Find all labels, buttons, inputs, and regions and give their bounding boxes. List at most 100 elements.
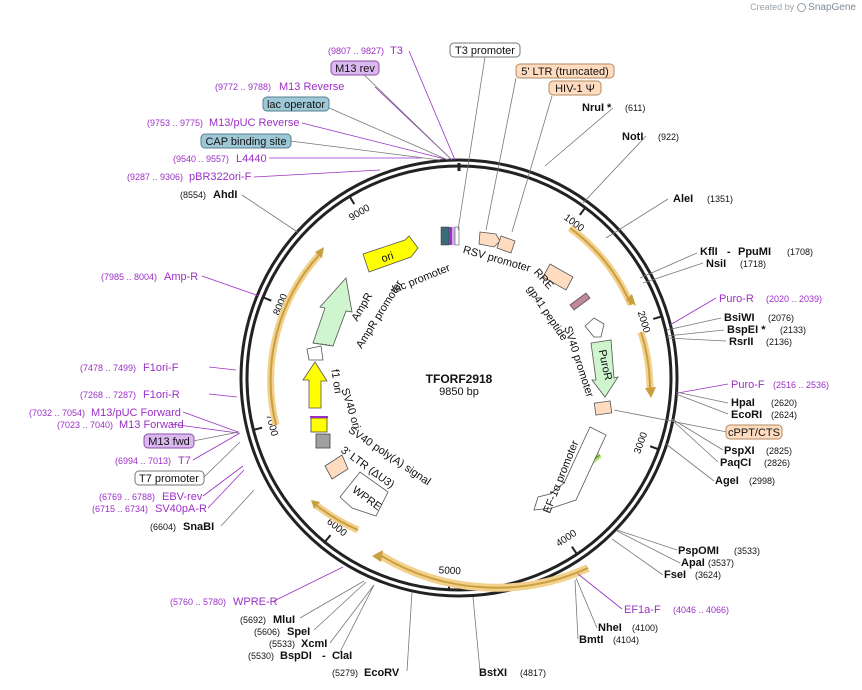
primer-m13-puc-reverse-name: M13/pUC Reverse: [209, 117, 299, 129]
enzyme-bmti[interactable]: BmtI (4104): [579, 634, 639, 646]
enzyme-agei[interactable]: AgeI (2998): [715, 475, 775, 487]
enzyme-nhei[interactable]: NheI (4100): [598, 622, 658, 634]
enzyme-bmti-name: BmtI: [579, 634, 603, 646]
feature-ampr[interactable]: [312, 277, 353, 347]
enzyme-ahdi[interactable]: (8554) AhdI: [180, 189, 237, 201]
enzyme-ecorv[interactable]: (5279) EcoRV: [332, 667, 400, 679]
box-t3-promoter[interactable]: T3 promoter: [449, 42, 521, 58]
primer-pbr322ori-f[interactable]: (9287 .. 9306) pBR322ori-F: [127, 171, 252, 183]
enzyme-pspxi[interactable]: PspXI (2825): [724, 445, 792, 457]
primer-ebv-rev-range: (6769 .. 6788): [99, 492, 155, 502]
enzyme-bspdi-clai[interactable]: (5530) BspDI - ClaI: [248, 650, 352, 662]
enzyme-nrui[interactable]: NruI * (611): [582, 102, 645, 114]
enzyme-fsei[interactable]: FseI (3624): [664, 569, 721, 581]
feature-lac-operator[interactable]: [440, 226, 450, 246]
enzyme-bstxi[interactable]: BstXI (4817): [479, 667, 546, 679]
primer-l4440-range: (9540 .. 9557): [173, 154, 229, 164]
primer-f1ori-f[interactable]: (7478 .. 7499) F1ori-F: [80, 362, 179, 374]
enzyme-labels: NruI * (611) NotI (922) AleI (1351) KflI…: [150, 102, 813, 679]
enzyme-kfli-ppumi[interactable]: KflI - PpuMI (1708): [700, 246, 813, 258]
feature-puror[interactable]: [590, 339, 619, 398]
primer-t7[interactable]: (6994 .. 7013) T7: [115, 455, 191, 467]
primer-m13-reverse[interactable]: (9772 .. 9788) M13 Reverse: [215, 81, 344, 93]
primer-wpre-r[interactable]: (5760 .. 5780) WPRE-R: [170, 596, 278, 608]
box-hiv-psi[interactable]: HIV-1 Ψ: [548, 80, 602, 96]
enzyme-noti-pos: (922): [658, 132, 679, 142]
tick-mark-8000: [262, 296, 272, 302]
enzyme-kfli-name: KflI: [700, 246, 718, 258]
primer-amp-r[interactable]: (7985 .. 8004) Amp-R: [101, 271, 198, 283]
primer-t3-name: T3: [390, 45, 403, 57]
box-cap-binding-site[interactable]: CAP binding site: [200, 133, 292, 149]
feature-3-ltr[interactable]: [324, 454, 349, 480]
primer-m13-forward[interactable]: (7023 .. 7040) M13 Forward: [57, 419, 184, 431]
box-m13-rev[interactable]: M13 rev: [330, 60, 380, 76]
orf-arc-1[interactable]: [567, 225, 635, 307]
enzyme-ecori[interactable]: EcoRI (2624): [731, 409, 797, 421]
snapgene-logo-icon: [796, 3, 806, 13]
box-t7-promoter[interactable]: T7 promoter: [134, 470, 205, 486]
primer-puro-r[interactable]: Puro-R (2020 .. 2039): [719, 293, 822, 305]
enzyme-xcmi-name: XcmI: [301, 638, 327, 650]
enzyme-bspei-name: BspEI *: [727, 324, 766, 336]
feature-t3-promoter[interactable]: [454, 226, 460, 246]
box-5-ltr-text: 5' LTR (truncated): [521, 66, 608, 78]
enzyme-hpai[interactable]: HpaI (2620): [731, 397, 797, 409]
primer-amp-r-range: (7985 .. 8004): [101, 272, 157, 282]
primer-l4440[interactable]: (9540 .. 9557) L4440: [173, 153, 267, 165]
box-hiv-psi-text: HIV-1 Ψ: [555, 83, 595, 95]
feature-ef1a-promoter[interactable]: [533, 426, 607, 511]
primer-f1ori-r[interactable]: (7268 .. 7287) F1ori-R: [80, 389, 180, 401]
feature-5-ltr[interactable]: [478, 231, 501, 248]
enzyme-xcmi[interactable]: (5533) XcmI: [269, 638, 327, 650]
feature-ori[interactable]: [362, 235, 419, 273]
box-lac-operator[interactable]: lac operator: [262, 96, 330, 112]
feature-hiv-psi[interactable]: [496, 235, 516, 254]
primer-m13-puc-forward-range: (7032 .. 7054): [29, 408, 85, 418]
primer-t3[interactable]: (9807 .. 9827) T3: [328, 45, 403, 57]
feature-gp41[interactable]: [569, 292, 591, 311]
enzyme-bsiwi[interactable]: BsiWI (2076): [724, 312, 794, 324]
orf-arc-2-core: [640, 331, 652, 391]
enzyme-noti[interactable]: NotI (922): [622, 131, 679, 143]
enzyme-rsrii[interactable]: RsrII (2136): [729, 336, 792, 348]
box-m13-fwd[interactable]: M13 fwd: [143, 433, 195, 449]
feature-cppt-cts[interactable]: [593, 400, 613, 416]
feature-ampr-promoter[interactable]: [306, 345, 324, 361]
feature-sv40-promoter[interactable]: [584, 317, 605, 338]
primer-sv40pa-r[interactable]: (6715 .. 6734) SV40pA-R: [92, 503, 207, 515]
enzyme-spei[interactable]: (5606) SpeI: [254, 626, 310, 638]
enzyme-ecori-pos: (2624): [771, 410, 797, 420]
enzyme-pspomi[interactable]: PspOMI (3533): [678, 545, 760, 557]
orf-arc-3-arrow: [372, 550, 383, 562]
enzyme-nsii[interactable]: NsiI (1718): [706, 258, 766, 270]
feature-wpre[interactable]: [339, 471, 389, 517]
box-5-ltr[interactable]: 5' LTR (truncated): [515, 63, 615, 79]
feature-f1-ori[interactable]: [302, 361, 328, 409]
orf-arc-2-arrow: [645, 387, 656, 398]
enzyme-mlui[interactable]: (5692) MluI: [240, 614, 295, 626]
primer-ef1a-f[interactable]: EF1a-F (4046 .. 4066): [624, 604, 729, 616]
box-cppt-cts[interactable]: cPPT/CTS: [725, 424, 783, 440]
enzyme-snabi[interactable]: (6604) SnaBI: [150, 521, 214, 533]
primer-puro-f[interactable]: Puro-F (2516 .. 2536): [731, 379, 829, 391]
orf-arc-3-core: [379, 554, 589, 589]
box-lac-operator-text: lac operator: [267, 99, 325, 111]
feature-rre[interactable]: [542, 263, 574, 291]
primer-m13-forward-range: (7023 .. 7040): [57, 420, 113, 430]
primer-ebv-rev[interactable]: (6769 .. 6788) EBV-rev: [99, 491, 203, 503]
box-t7-promoter-text: T7 promoter: [139, 473, 199, 485]
enzyme-bspei[interactable]: BspEI * (2133): [727, 324, 806, 336]
primer-t7-name: T7: [178, 455, 191, 467]
enzyme-spei-name: SpeI: [287, 626, 310, 638]
primer-f1ori-f-name: F1ori-F: [143, 362, 179, 374]
enzyme-apai[interactable]: ApaI (3537): [681, 557, 734, 569]
enzyme-paqci[interactable]: PaqCI (2826): [720, 457, 790, 469]
primer-m13-puc-reverse[interactable]: (9753 .. 9775) M13/pUC Reverse: [147, 117, 300, 129]
primer-puro-r-name: Puro-R: [719, 293, 754, 305]
feature-sv40-ori[interactable]: [310, 417, 328, 433]
feature-sv40-polya[interactable]: [315, 433, 331, 449]
enzyme-alei[interactable]: AleI (1351): [673, 193, 733, 205]
primer-m13-puc-forward[interactable]: (7032 .. 7054) M13/pUC Forward: [29, 407, 181, 419]
backbone-outer: [239, 158, 679, 598]
